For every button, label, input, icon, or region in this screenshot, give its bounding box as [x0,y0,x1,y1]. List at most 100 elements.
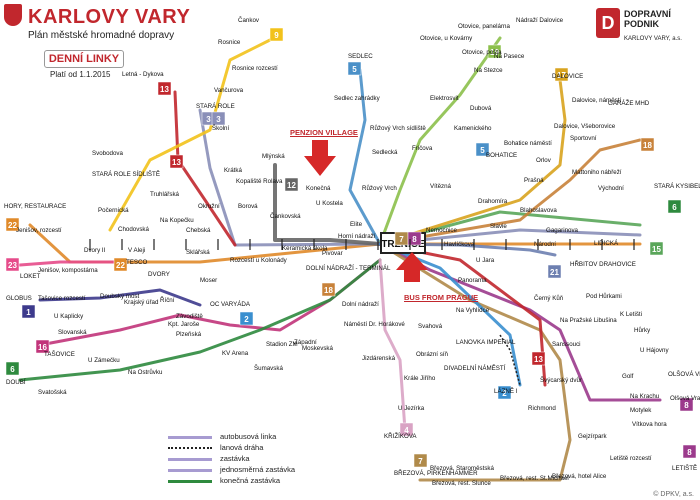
route-line-19 [378,36,502,246]
stop-label: Rosnice rozcestí [232,65,278,72]
stop-label: Dolní nádraží [342,301,379,308]
line-badge [35,339,50,354]
stop-label: Letiště rozcestí [610,455,652,462]
stop-label: Dvory II [84,247,106,254]
route-line-5 [348,68,382,246]
line-badge [269,27,284,42]
stop-label: Nádraží Dalovice [516,17,564,24]
stop-label: Truhlářská [150,191,180,198]
stop-label: Březová, rest. St.Michael [500,475,569,482]
line-badge-number: 6 [10,365,15,374]
stop-label: Chebská [186,227,211,234]
stop-label: Švýcarský dvůr [540,377,582,384]
stop-label: Elektrosvit [430,95,459,102]
route-line-23 [18,260,122,267]
stop-label: Vítkova hora [632,421,667,428]
route-line-6 [18,258,382,382]
stop-label: Sklářská [186,249,210,256]
line-badge [667,199,682,214]
stop-label: Hůrky [634,327,651,334]
legend-label: konečná zastávka [220,476,281,485]
legend-label: jednosměrná zastávka [220,465,296,474]
stop-label: Svatošská [38,389,67,396]
stop-label: Konečná [306,185,331,192]
stop-label: Dalovice, náměstí [572,97,621,104]
stop-label: Rosnice [218,39,241,46]
stop-label: Tašovice rozcestí [38,295,86,302]
stop-label: Dalovice, Všeborovice [554,123,616,130]
route-line-12 [273,163,382,246]
line-badge-number: 8 [687,448,692,457]
stop-label: Gejzírpark [578,433,607,440]
stop-label: Čankov [238,17,260,24]
line-badge-number: 3 [216,115,221,124]
stop-label: Náměstí Dr. Horákové [344,321,405,328]
line-badge [531,351,546,366]
stop-label: Gagarinova [546,227,579,234]
stop-label: Panorama [458,277,487,284]
stop-label: U Jara [476,257,495,264]
stop-label: Havlíčkova [444,241,475,248]
stop-label: Sedlec zahrádky [334,95,381,102]
stop-label: Na Vyhlídce [456,307,490,314]
stop-label: Otovice, pošta [462,49,502,56]
stop-label: LETIŠTĚ [672,464,697,472]
line-badge-number: 2 [244,315,249,324]
line-badge-number: 13 [160,85,169,94]
stop-label: DIVADELNÍ NÁMĚSTÍ [444,364,506,372]
line-badge [169,154,184,169]
stop-label: Elite [350,221,363,228]
stop-label: SEDLEC [348,53,373,60]
stop-label: DVORY [148,271,170,278]
day-lines-badge: DENNÍ LINKY [44,50,124,68]
stop-label: LANOVKA IMPERIAL [456,339,516,346]
operator-subtitle: KARLOVY VARY, a.s. [624,36,682,42]
stop-label: Bohatice náměstí [504,140,552,147]
stop-label: LOKET [20,273,41,280]
legend-row: autobusová linka [168,432,318,443]
stop-label: KŘIŽÍKOVA [384,432,417,440]
stop-label: OC VARYÁDA [210,301,251,308]
legend-row: zastávka [168,454,318,465]
line-badge-number: 22 [116,261,125,270]
line-badge [554,67,569,82]
copyright-credit: © DPKV, a.s. [653,491,694,498]
stop-label: Stadion ZM [266,341,298,348]
line-badge [547,264,562,279]
stop-label: OLŠOVÁ VRATA [668,371,700,378]
stop-label: Otovice, u Kovárny [420,35,473,42]
route-line-13 [173,90,237,247]
legend-label: lanová dráha [220,443,264,452]
line-badge-number: 19 [490,48,499,57]
stop-label: Dubová [470,105,492,112]
line-badge [5,361,20,376]
line-badge-number: 21 [550,268,559,277]
stop-label: Obrázní síň [416,351,449,358]
stop-label: Letná - Dykova [122,71,164,78]
stop-label: HORY, RESTAURACE [4,203,66,210]
line-badge-number: 9 [274,31,279,40]
stop-label: Pod Hůrkami [586,293,622,300]
line-badge-number: 3 [206,115,211,124]
line-badge-number: 17 [557,71,566,80]
bus-arrow-icon [396,252,428,282]
line-badge-number: 13 [534,355,543,364]
line-badge-number: 4 [404,426,409,435]
stop-label: DOUBÍ [6,379,26,386]
stop-label: Růžový Vrch sídliště [370,125,426,132]
stop-label: Fričova [412,145,433,152]
line-badge-number: 1 [26,308,31,317]
route-line-17 [378,78,567,246]
stop-label: Drahomíra [478,198,508,205]
stop-label: Na Kopečku [160,217,194,224]
stop-label: Svobodova [92,150,124,157]
line-badge [113,257,128,272]
line-badge-number: 5 [352,65,357,74]
operator-name: DOPRAVNÍ PODNIK [624,9,671,29]
line-badge [407,231,422,246]
stop-label: Jenišov, rozcestí [16,227,62,234]
stop-label: Na Pražské Libušina [560,317,617,324]
line-badge-number: 22 [8,221,17,230]
stop-label: Vančurova [214,87,244,94]
